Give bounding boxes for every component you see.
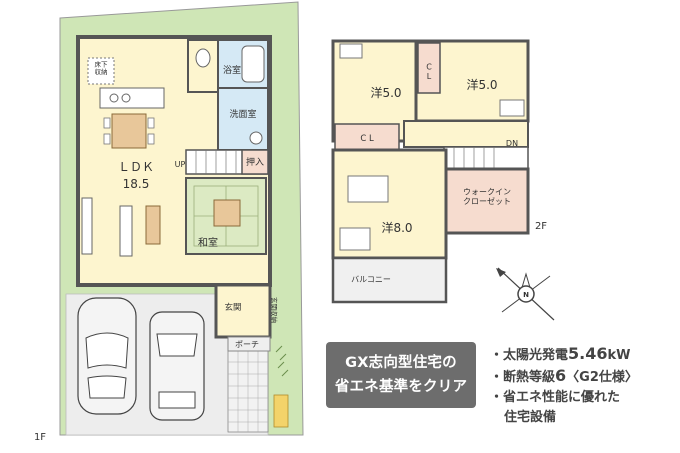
hall-2f [403,120,529,148]
ldk-size: 18.5 [123,177,150,191]
entrance-storage-label: 玄関収納 [270,297,279,323]
room-a-label: 洋5.0 [370,85,401,100]
entrance-label: 玄関 [224,302,241,313]
bathtub [241,45,265,83]
floor2-label: 2F [535,221,547,232]
feature-list: ・太陽光発電5.46kW ・断熱等級6〈G2仕様〉 ・省エネ性能に優れた 住宅設… [490,344,675,428]
bed-icon [347,175,389,203]
closet-label-1f: 押入 [246,156,264,168]
feature-equipment: ・省エネ性能に優れた [490,390,621,405]
entrance-area [214,283,272,339]
cl-mid-label: C L [360,134,374,144]
balcony-label: バルコニー [351,275,391,284]
balcony [331,256,448,304]
kitchen-counter [99,87,165,109]
walkin-label: ウォークインクローゼット [463,188,511,206]
low-sofa [119,205,133,257]
compass-arrow-icon [496,268,506,277]
compass-north: N [523,291,529,299]
stairs-2f [443,146,529,170]
desk-icon [339,43,363,59]
washroom-label: 洗面室 [229,108,256,120]
dining-table [111,113,147,149]
porch-label: ポーチ [235,340,259,349]
dn-label: DN [506,139,518,148]
sink-icon [249,131,263,145]
room-b-label: 洋5.0 [466,77,497,92]
flower-bed [273,394,289,428]
walkin-closet [444,167,530,235]
car-icon [149,311,205,421]
car-icon [77,297,137,415]
feature-insulation: ・断熱等級6〈G2仕様〉 [490,366,638,385]
room-c-label: 洋8.0 [381,220,412,235]
storage-label-1: 床下収納 [95,59,109,75]
low-table [213,199,241,227]
bath-label: 浴室 [223,64,241,76]
closet-1f [241,149,269,175]
porch-area [227,336,271,352]
washitsu-label: 和室 [198,236,218,249]
badge-line-2: 省エネ基準をクリア [334,379,468,395]
tv-cabinet [81,197,93,255]
coffee-table [145,205,161,245]
up-label: UP [175,160,186,169]
desk-icon [499,99,525,117]
ldk-label: ＬＤＫ [118,160,154,174]
stove-icon [109,93,119,103]
bed-icon [339,227,371,251]
gx-badge: GX志向型住宅の 省エネ基準をクリア [326,342,476,408]
floor1-label: 1F [34,432,46,443]
badge-line-1: GX志向型住宅の [345,355,457,371]
feature-equipment-2: 住宅設備 [504,410,557,425]
compass-icon [497,267,555,321]
cl-top [417,42,441,94]
toilet-icon [195,48,211,68]
storage-box [87,57,115,85]
feature-solar: ・太陽光発電5.46kW [490,344,631,363]
